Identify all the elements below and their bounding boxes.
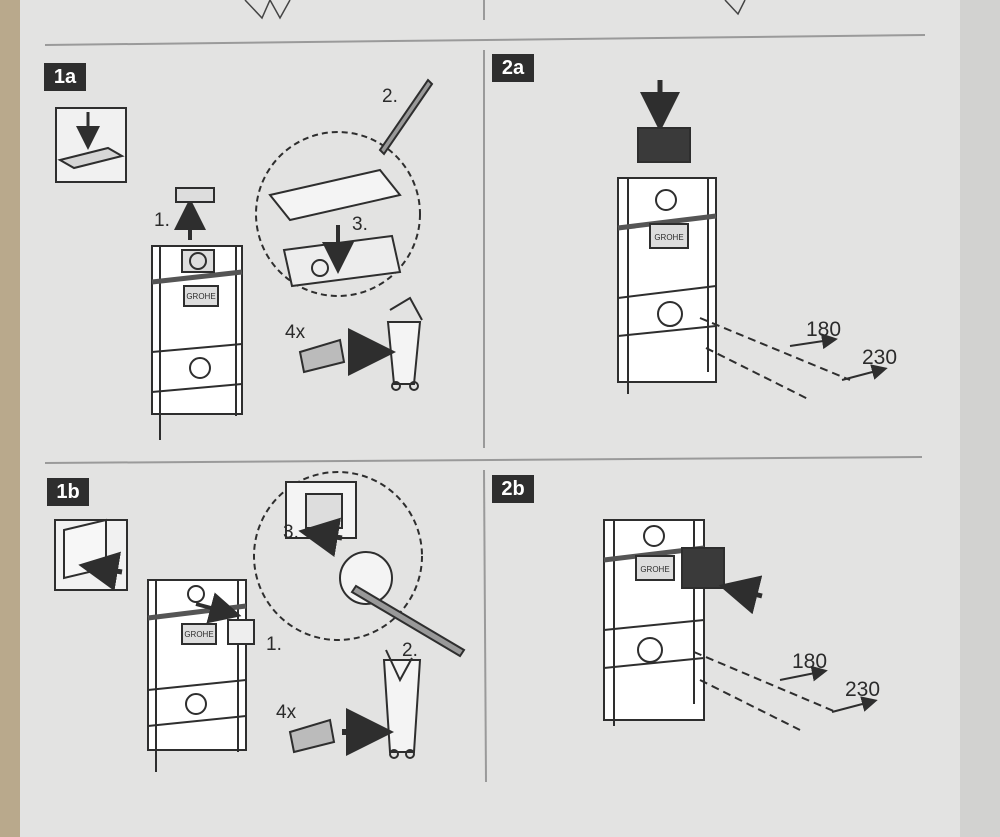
step-1a-callout-1: 1.	[154, 210, 170, 231]
step-1b-callout-3: 3.	[283, 522, 299, 543]
step-1a-art: GROHE	[55, 78, 434, 440]
step-2b-art: GROHE	[603, 519, 878, 731]
grohe-logo-plate-2a	[649, 223, 689, 249]
step-badge-2b: 2b	[492, 475, 534, 503]
step-1b-callout-1: 1.	[266, 634, 282, 655]
grohe-logo-plate-2b	[635, 555, 675, 581]
step-2a-dimension-180: 180	[806, 318, 842, 341]
step-badge-2a: 2a	[492, 54, 534, 82]
step-2b-dimension-230: 230	[845, 678, 881, 701]
step-1a-quantity: 4x	[285, 322, 306, 343]
svg-text:GROHE: GROHE	[184, 630, 213, 639]
top-ornaments	[244, 0, 746, 20]
step-badge-1a: 1a	[44, 63, 86, 91]
svg-text:GROHE: GROHE	[654, 233, 683, 242]
step-1b-callout-2: 2.	[402, 640, 418, 661]
step-1a-callout-3: 3.	[352, 214, 368, 235]
grohe-logo-plate-1b	[181, 623, 217, 645]
svg-text:GROHE: GROHE	[640, 565, 669, 574]
step-1b-art: GROHE	[54, 471, 466, 772]
step-1a-callout-2: 2.	[382, 86, 398, 107]
wall-type-icon-1a	[55, 107, 127, 183]
step-2a-art: GROHE	[617, 80, 888, 401]
panel-dividers	[44, 0, 926, 783]
sheet-edge	[960, 0, 1000, 837]
svg-text:GROHE: GROHE	[186, 292, 215, 301]
grohe-logo-plate-1a	[183, 285, 219, 307]
step-2a-dimension-230: 230	[862, 346, 898, 369]
step-badge-1b: 1b	[47, 478, 89, 506]
step-2b-dimension-180: 180	[792, 650, 828, 673]
step-1b-quantity: 4x	[276, 702, 297, 723]
